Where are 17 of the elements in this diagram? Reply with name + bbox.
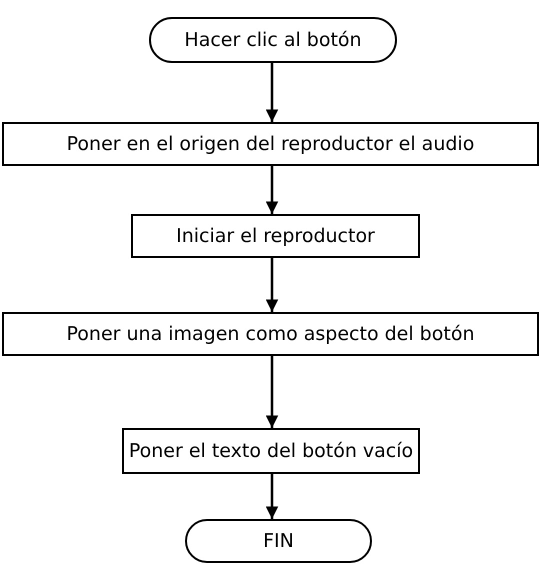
arrow [266,63,278,122]
node-label: Poner una imagen como aspecto del botón [66,323,474,345]
node-label: FIN [263,530,294,552]
arrow [266,474,278,519]
node-label: Poner en el origen del reproductor el audio [66,133,474,155]
arrow [266,356,278,428]
process-box [2,312,539,356]
node-label: Poner el texto del botón vacío [128,440,414,462]
process-box [122,428,420,474]
process-box [2,122,539,166]
node-label: Iniciar el reproductor [176,225,375,247]
process-box [131,214,420,258]
node-label: Hacer clic al botón [184,29,362,51]
arrow [266,166,278,214]
terminal-shape [185,519,372,563]
terminal-shape [149,17,397,63]
arrow [266,258,278,312]
